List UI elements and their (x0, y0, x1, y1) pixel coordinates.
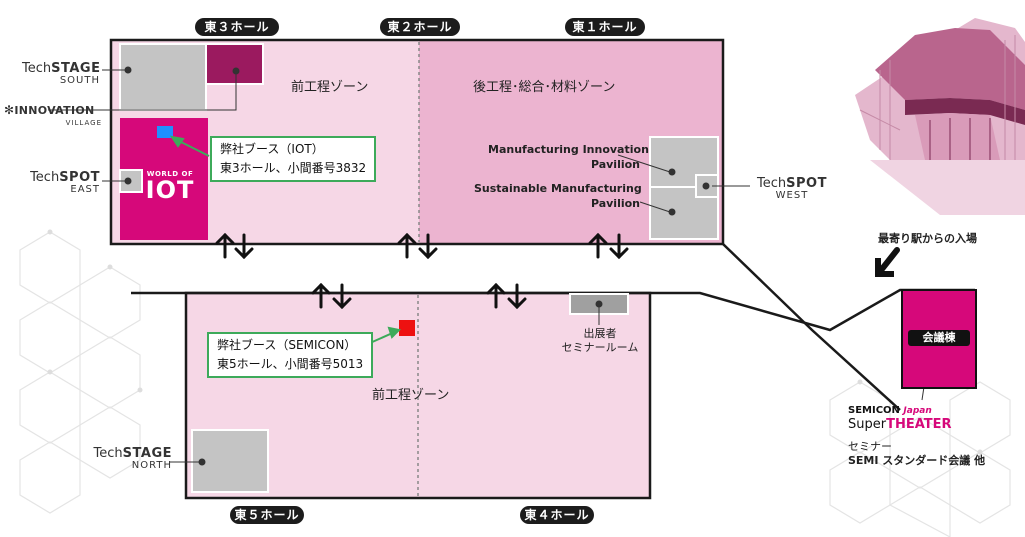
techstage-south-area (119, 43, 207, 111)
booth-note-semicon[interactable]: 弊社ブース（SEMICON） 東5ホール、小間番号5013 (207, 332, 374, 378)
techstage-north-sub: NORTH (131, 460, 172, 471)
techstage-south-sub: SOUTH (59, 75, 100, 86)
seminar-room-line1: 出展者 (583, 327, 617, 340)
walkway-connector (722, 243, 901, 411)
zone-front-south: 前工程ゾーン (372, 388, 450, 403)
hall-tab-east5: 東５ホール (230, 506, 304, 524)
booth-pointer-arrows (169, 135, 402, 344)
pavilion-sustainable-line2: Pavilion (590, 197, 640, 210)
seminar-room-label: 出展者 セミナールーム (555, 327, 645, 355)
techstage-north-pre: Tech (93, 446, 123, 461)
booth-note-iot[interactable]: 弊社ブース（IOT） 東3ホール、小間番号3832 (210, 136, 377, 182)
passage-arrow-5 (486, 282, 527, 310)
techspot-west-bold: SPOT (786, 176, 827, 191)
techspot-west-pre: Tech (757, 176, 787, 191)
innovation-village-logo: ✻INNOVATION VILLAGE (4, 104, 104, 129)
passage-arrow-4 (311, 282, 352, 310)
passage-arrows (215, 232, 629, 310)
zone-front-north: 前工程ゾーン (291, 80, 369, 95)
entrance-label: 最寄り駅からの入場 (878, 232, 977, 245)
pavilion-sustainable-line1: Sustainable Manufacturing (474, 182, 642, 195)
leader-lines (48, 66, 929, 466)
techstage-south-logo: TechSTAGE SOUTH (22, 61, 101, 87)
pavilion-manufacturing-innovation: Manufacturing Innovation Pavilion (488, 142, 649, 172)
techstage-north-logo: TechSTAGE NORTH (88, 446, 172, 472)
hall-tab-east2: 東２ホール (380, 18, 460, 36)
theater-semicon: SEMICON (848, 405, 900, 416)
techspot-east-sub: EAST (70, 184, 100, 195)
booth-semicon-title: 弊社ブース（SEMICON） (217, 338, 357, 352)
theater-super: Super (848, 417, 887, 432)
hall-tab-east3: 東３ホール (195, 18, 279, 36)
techspot-east-logo: TechSPOT EAST (22, 170, 100, 196)
techstage-south-bold: STAGE (51, 61, 101, 76)
theater-note-seminar: セミナー (848, 440, 892, 453)
innovation-village-main: INNOVATION (14, 104, 95, 117)
seminar-room-line2: セミナールーム (561, 341, 639, 354)
zone-back-materials: 後工程･総合･材料ゾーン (473, 80, 616, 95)
upper-hall-outline (109, 38, 725, 246)
techstage-south-pre: Tech (22, 61, 52, 76)
techstage-north-bold: STAGE (122, 446, 172, 461)
world-of-iot-top: WORLD OF (146, 170, 194, 178)
innovation-village-area (205, 43, 264, 85)
entrance-arrow-icon (875, 247, 900, 277)
world-of-iot-logo: WORLD OF IOT (142, 170, 198, 202)
passage-arrow-3 (588, 232, 629, 260)
booth-iot-title: 弊社ブース（IOT） (220, 142, 324, 156)
theater-theater: THEATER (886, 417, 952, 432)
pavilion-manufacturing-line2: Pavilion (590, 158, 640, 171)
innovation-village-sub: VILLAGE (65, 119, 102, 127)
booth-marker-semicon[interactable] (399, 320, 415, 336)
booth-marker-iot[interactable] (157, 126, 173, 138)
techspot-east-pre: Tech (30, 170, 60, 185)
semicon-super-theater-logo: SEMICON Japan SuperTHEATER (848, 404, 978, 431)
big-sight-building-illustration (855, 5, 1025, 215)
techspot-west-sub: WEST (775, 190, 809, 201)
booth-iot-location: 東3ホール、小間番号3832 (220, 161, 367, 175)
hexagon-dots (47, 229, 983, 455)
techspot-east-bold: SPOT (59, 170, 100, 185)
theater-note-standards: SEMI スタンダード会議 他 (848, 454, 986, 467)
hall-tab-east1: 東１ホール (565, 18, 645, 36)
pavilion-manufacturing-line1: Manufacturing Innovation (488, 143, 649, 156)
world-of-iot-main: IOT (145, 176, 195, 204)
hall-tab-east4: 東４ホール (520, 506, 594, 524)
passage-arrow-2 (397, 232, 438, 260)
theater-japan: Japan (903, 406, 932, 416)
conference-building-label: 会議棟 (908, 330, 970, 346)
booth-semicon-location: 東5ホール、小間番号5013 (217, 357, 364, 371)
innovation-village-icon: ✻ (4, 103, 15, 117)
techspot-west-logo: TechSPOT WEST (752, 176, 832, 202)
pavilion-sustainable-manufacturing: Sustainable Manufacturing Pavilion (474, 181, 642, 211)
theater-notes: セミナー SEMI スタンダード会議 他 (848, 440, 985, 468)
passage-arrow-1 (215, 232, 254, 260)
